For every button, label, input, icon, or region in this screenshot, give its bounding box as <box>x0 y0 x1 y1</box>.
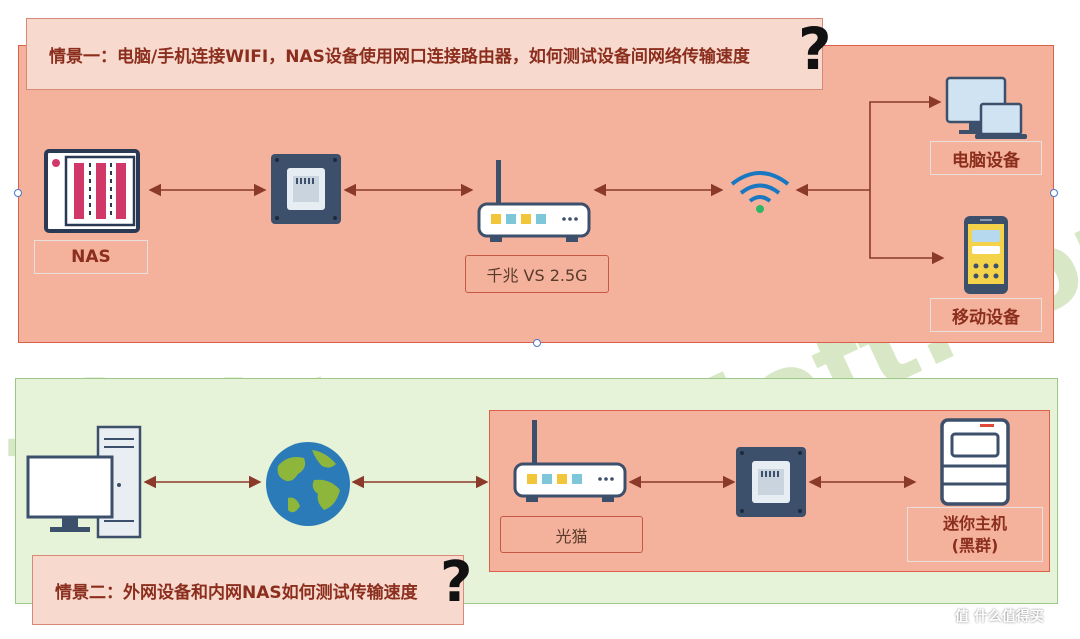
mobile-label: 移动设备 <box>930 298 1042 332</box>
minipc-label-text: 迷你主机 (黑群) <box>942 513 1007 555</box>
ethernet-port-icon <box>271 154 341 224</box>
nas-icon <box>44 149 140 233</box>
scenario2-question-mark: ? <box>440 550 473 615</box>
pc-label: 电脑设备 <box>930 141 1042 175</box>
selection-handle-right[interactable] <box>1050 189 1058 197</box>
mini-pc-icon <box>940 418 1010 506</box>
router-icon <box>477 160 591 242</box>
scenario1-title: 情景一：电脑/手机连接WIFI，NAS设备使用网口连接路由器，如何测试设备间网络… <box>49 46 750 67</box>
wifi-icon <box>730 171 790 213</box>
scenario1-question-mark: ? <box>798 15 832 83</box>
selection-handle-bottom[interactable] <box>533 339 541 347</box>
mobile-icon <box>964 216 1008 294</box>
computer-icon <box>945 76 1027 139</box>
scenario2-title: 情景二：外网设备和内网NAS如何测试传输速度 <box>55 582 418 603</box>
ethernet-port-icon-2 <box>736 447 806 517</box>
scenario2-title-box: 情景二：外网设备和内网NAS如何测试传输速度 <box>32 555 464 625</box>
scenario1-title-box: 情景一：电脑/手机连接WIFI，NAS设备使用网口连接路由器，如何测试设备间网络… <box>26 18 823 90</box>
desktop-computer-icon <box>26 425 142 539</box>
footer-brand: 值 什么值得买 <box>955 606 1044 626</box>
modem-label: 光猫 <box>500 516 643 553</box>
minipc-label: 迷你主机 (黑群) <box>907 507 1043 562</box>
router-label: 千兆 VS 2.5G <box>465 255 609 293</box>
footer-brand-text: 值 什么值得买 <box>955 609 1044 625</box>
optical-modem-icon <box>513 420 627 502</box>
selection-handle-left[interactable] <box>14 189 22 197</box>
nas-label: NAS <box>34 240 148 274</box>
globe-icon <box>266 442 350 526</box>
